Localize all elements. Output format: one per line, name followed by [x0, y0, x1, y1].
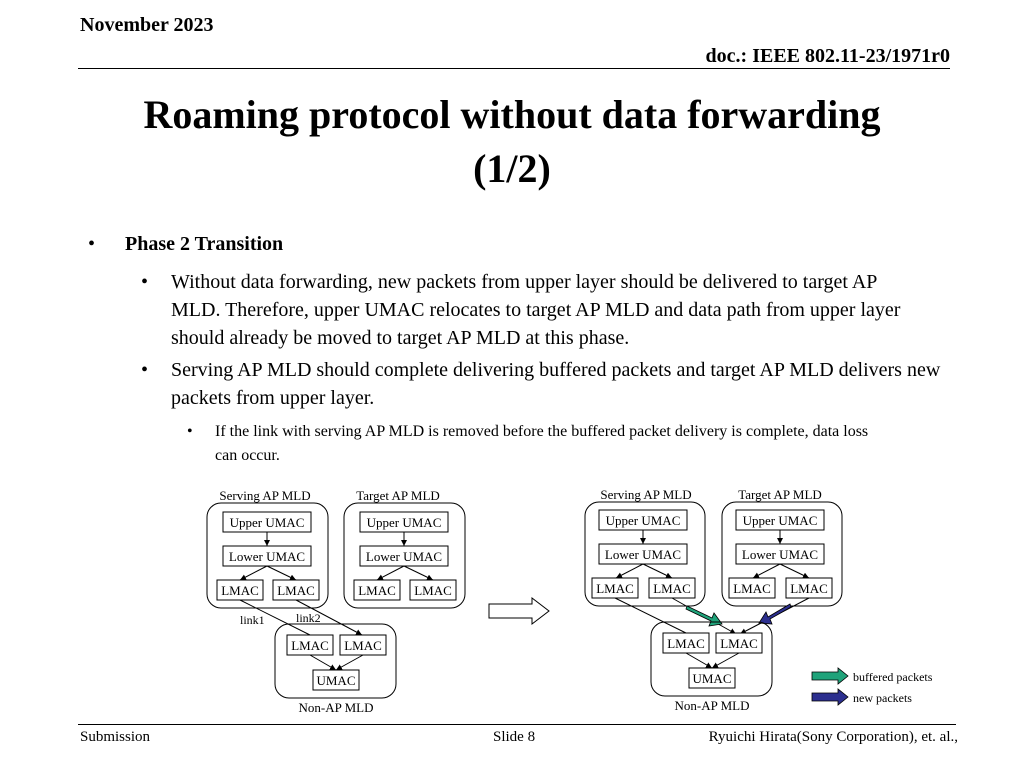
right-serving-lower-umac-text: Lower UMAC [605, 547, 681, 562]
left-serving-lmac-1-text: LMAC [221, 583, 259, 598]
right-target-lower-umac-text: Lower UMAC [742, 547, 818, 562]
footer-submission: Submission [80, 729, 151, 745]
header-date: November 2023 [80, 14, 214, 36]
left-non-ap-merge-arrow-2 [335, 654, 364, 671]
right-target-split-arrow-1 [752, 563, 781, 579]
left-target-split-arrow-1 [376, 565, 405, 581]
left-serving-split-arrow-1 [239, 565, 268, 581]
right-non-ap-umac [688, 667, 736, 689]
right-target-lmac-1 [728, 577, 776, 599]
buffered-packets-arrow [685, 605, 723, 627]
left-serving-lower-umac-text: Lower UMAC [229, 549, 305, 564]
slide-title-line1: Roaming protocol without data forwarding [143, 92, 881, 137]
right-non-ap-merge-arrow-2 [711, 652, 740, 669]
left-target-lower-umac-text: Lower UMAC [366, 549, 442, 564]
bullet-dot-icon: • [141, 271, 149, 293]
right-serving-label: Serving AP MLD [600, 487, 691, 502]
new-packets-arrow [758, 603, 792, 625]
legend-buffered-label: buffered packets [853, 670, 933, 684]
transition-arrow-icon [488, 596, 550, 626]
right-link1-line [614, 597, 689, 635]
legend-new-swatch [811, 688, 849, 706]
left-link1-label: link1 [240, 613, 265, 627]
right-non-ap-box [650, 621, 773, 697]
right-serving-ap-box [584, 501, 706, 607]
right-non-ap-lmac-1-text: LMAC [667, 636, 705, 651]
left-link1-line [239, 599, 311, 636]
bullet-data-loss-text: If the link with serving AP MLD is remov… [215, 423, 869, 464]
right-target-label: Target AP MLD [738, 487, 822, 502]
left-non-ap-label: Non-AP MLD [299, 700, 374, 715]
right-target-lmac-2-text: LMAC [790, 581, 828, 596]
right-target-lmac-1-text: LMAC [733, 581, 771, 596]
header-divider [78, 68, 950, 69]
bullet-dot-icon: • [187, 423, 193, 440]
left-non-ap-lmac-2-text: LMAC [344, 638, 382, 653]
right-non-ap-label: Non-AP MLD [675, 698, 750, 713]
slide-title-line2: (1/2) [473, 146, 551, 191]
bullet-dot-icon: • [141, 359, 149, 381]
bullet-data-loss: • If the link with serving AP MLD is rem… [187, 420, 887, 468]
left-target-lmac-1 [353, 579, 401, 601]
right-non-ap-merge-arrow-1 [685, 652, 713, 669]
footer-author: Ryuichi Hirata(Sony Corporation), et. al… [708, 729, 958, 745]
left-non-ap-box [274, 623, 397, 699]
slide-title: Roaming protocol without data forwarding… [0, 88, 1024, 196]
right-non-ap-umac-text: UMAC [692, 671, 731, 686]
legend-buffered-swatch [811, 667, 849, 685]
right-serving-split-arrow-2 [642, 563, 673, 579]
header-doc-id: doc.: IEEE 802.11-23/1971r0 [705, 45, 950, 67]
left-serving-ap-box [206, 502, 329, 609]
left-non-ap-merge-arrow-1 [309, 654, 337, 671]
right-target-ap-box [721, 501, 843, 607]
legend-new-label: new packets [853, 691, 912, 705]
left-non-ap-umac-text: UMAC [316, 673, 355, 688]
left-serving-lmac-2-text: LMAC [277, 583, 315, 598]
bullet-serving-complete-text: Serving AP MLD should complete deliverin… [171, 359, 941, 409]
left-serving-upper-umac-text: Upper UMAC [230, 515, 305, 530]
left-non-ap-umac [312, 669, 360, 691]
left-serving-label: Serving AP MLD [219, 488, 310, 503]
left-non-ap-lmac-1-text: LMAC [291, 638, 329, 653]
left-target-ap-box [343, 502, 466, 609]
left-target-lmac-2-text: LMAC [414, 583, 452, 598]
left-link2-line [295, 599, 363, 636]
footer-divider [78, 724, 956, 725]
left-target-upper-umac-text: Upper UMAC [367, 515, 442, 530]
footer-slide-number: Slide 8 [493, 729, 536, 745]
left-serving-split-arrow-2 [266, 565, 297, 581]
right-serving-upper-umac-text: Upper UMAC [606, 513, 681, 528]
left-target-lmac-1-text: LMAC [358, 583, 396, 598]
left-target-lmac-2 [409, 579, 457, 601]
right-serving-lmac-2-text: LMAC [653, 581, 691, 596]
left-target-label: Target AP MLD [356, 488, 440, 503]
bullet-no-forwarding-text: Without data forwarding, new packets fro… [171, 271, 901, 349]
bullet-serving-complete: • Serving AP MLD should complete deliver… [141, 356, 941, 412]
right-target-split-arrow-2 [779, 563, 810, 579]
bullet-phase2-text: Phase 2 Transition [125, 233, 284, 255]
bullet-no-forwarding: • Without data forwarding, new packets f… [141, 268, 901, 352]
left-link2-label: link2 [296, 611, 321, 625]
right-target-upper-umac-text: Upper UMAC [743, 513, 818, 528]
bullet-dot-icon: • [88, 233, 96, 255]
right-serving-lmac-1-text: LMAC [596, 581, 634, 596]
left-target-split-arrow-2 [403, 565, 434, 581]
right-serving-split-arrow-1 [615, 563, 644, 579]
right-non-ap-lmac-2-text: LMAC [720, 636, 758, 651]
